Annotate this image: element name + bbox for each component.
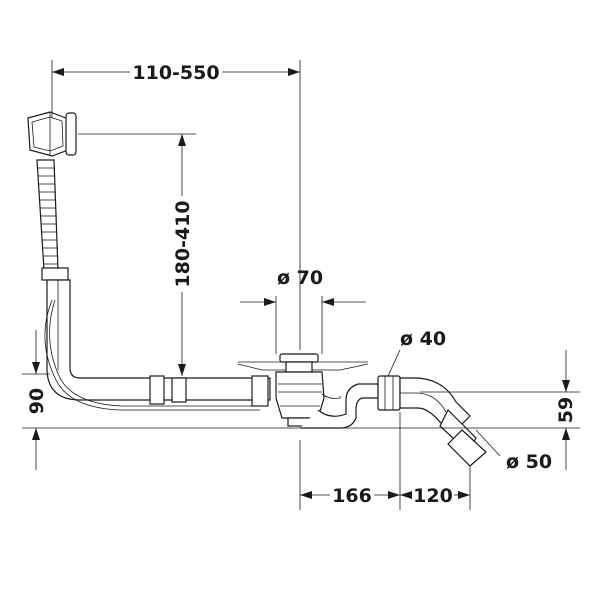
label-59: 59 bbox=[555, 397, 577, 423]
label-diameter-70: ø 70 bbox=[277, 267, 323, 289]
outlet-elbow bbox=[377, 375, 487, 467]
label-diameter-50: ø 50 bbox=[506, 451, 552, 473]
overflow-assembly bbox=[27, 111, 271, 411]
dimension-lines bbox=[22, 60, 580, 510]
label-120: 120 bbox=[413, 485, 453, 507]
dimension-labels: 110-550 180-410 ø 70 ø 40 ø 50 90 59 166… bbox=[26, 62, 577, 507]
label-180-410: 180-410 bbox=[172, 200, 194, 287]
label-90: 90 bbox=[26, 388, 48, 414]
label-166: 166 bbox=[332, 485, 372, 507]
label-diameter-40: ø 40 bbox=[400, 328, 446, 350]
label-110-550: 110-550 bbox=[132, 62, 219, 84]
